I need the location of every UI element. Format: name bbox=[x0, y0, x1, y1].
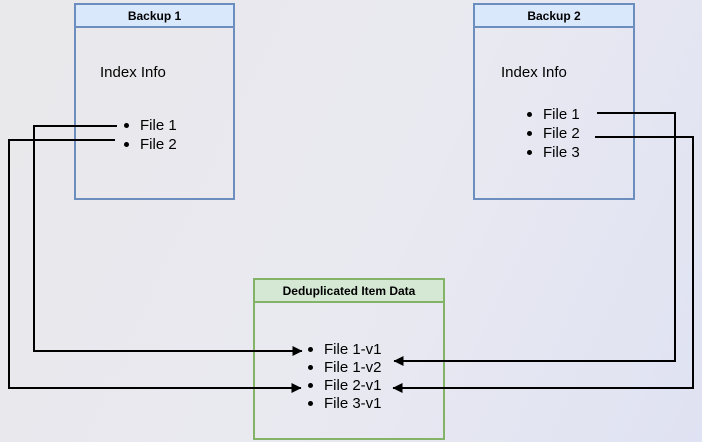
list-item: File 3-v1 bbox=[308, 394, 382, 412]
list-item: File 2 bbox=[124, 135, 177, 154]
backup1-header: Backup 1 bbox=[76, 5, 233, 28]
backup1-file1-label: File 1 bbox=[140, 117, 177, 134]
list-item: File 1-v2 bbox=[308, 358, 382, 376]
dedup-header: Deduplicated Item Data bbox=[255, 280, 443, 303]
dedup-box: Deduplicated Item Data File 1-v1 File 1-… bbox=[253, 278, 445, 440]
bullet-dot-icon bbox=[124, 123, 129, 128]
list-item: File 3 bbox=[527, 143, 580, 162]
list-item: File 2-v1 bbox=[308, 376, 382, 394]
backup1-file2-label: File 2 bbox=[140, 136, 177, 153]
backup2-box: Backup 2 Index Info File 1 File 2 File 3 bbox=[473, 3, 635, 200]
list-item: File 1-v1 bbox=[308, 340, 382, 358]
bullet-dot-icon bbox=[527, 112, 532, 117]
list-item: File 1 bbox=[527, 105, 580, 124]
backup1-file-list: File 1 File 2 bbox=[124, 116, 177, 154]
bullet-dot-icon bbox=[124, 142, 129, 147]
dedup-file2v1-label: File 2-v1 bbox=[324, 376, 382, 394]
dedup-title: Deduplicated Item Data bbox=[282, 283, 416, 298]
backup2-title: Backup 2 bbox=[527, 8, 581, 23]
list-item: File 1 bbox=[124, 116, 177, 135]
backup2-file1-label: File 1 bbox=[543, 106, 580, 123]
bullet-dot-icon bbox=[527, 131, 532, 136]
backup2-file-list: File 1 File 2 File 3 bbox=[527, 105, 580, 162]
backup2-header: Backup 2 bbox=[475, 5, 633, 28]
bullet-dot-icon bbox=[308, 382, 313, 388]
list-item: File 2 bbox=[527, 124, 580, 143]
bullet-dot-icon bbox=[308, 364, 313, 370]
backup2-index-info-label: Index Info bbox=[501, 64, 567, 81]
dedup-file1v2-label: File 1-v2 bbox=[324, 358, 382, 376]
backup1-index-info-label: Index Info bbox=[100, 64, 166, 81]
backup1-title: Backup 1 bbox=[127, 8, 182, 23]
dedup-file1v1-label: File 1-v1 bbox=[324, 340, 382, 358]
backup2-file2-label: File 2 bbox=[543, 125, 580, 142]
bullet-dot-icon bbox=[308, 400, 313, 406]
bullet-dot-icon bbox=[308, 346, 313, 352]
dedup-file3v1-label: File 3-v1 bbox=[324, 394, 382, 412]
backup2-file3-label: File 3 bbox=[543, 144, 580, 161]
backup1-box: Backup 1 Index Info File 1 File 2 bbox=[74, 3, 235, 200]
bullet-dot-icon bbox=[527, 150, 532, 155]
dedup-file-list: File 1-v1 File 1-v2 File 2-v1 File 3-v1 bbox=[308, 340, 382, 412]
